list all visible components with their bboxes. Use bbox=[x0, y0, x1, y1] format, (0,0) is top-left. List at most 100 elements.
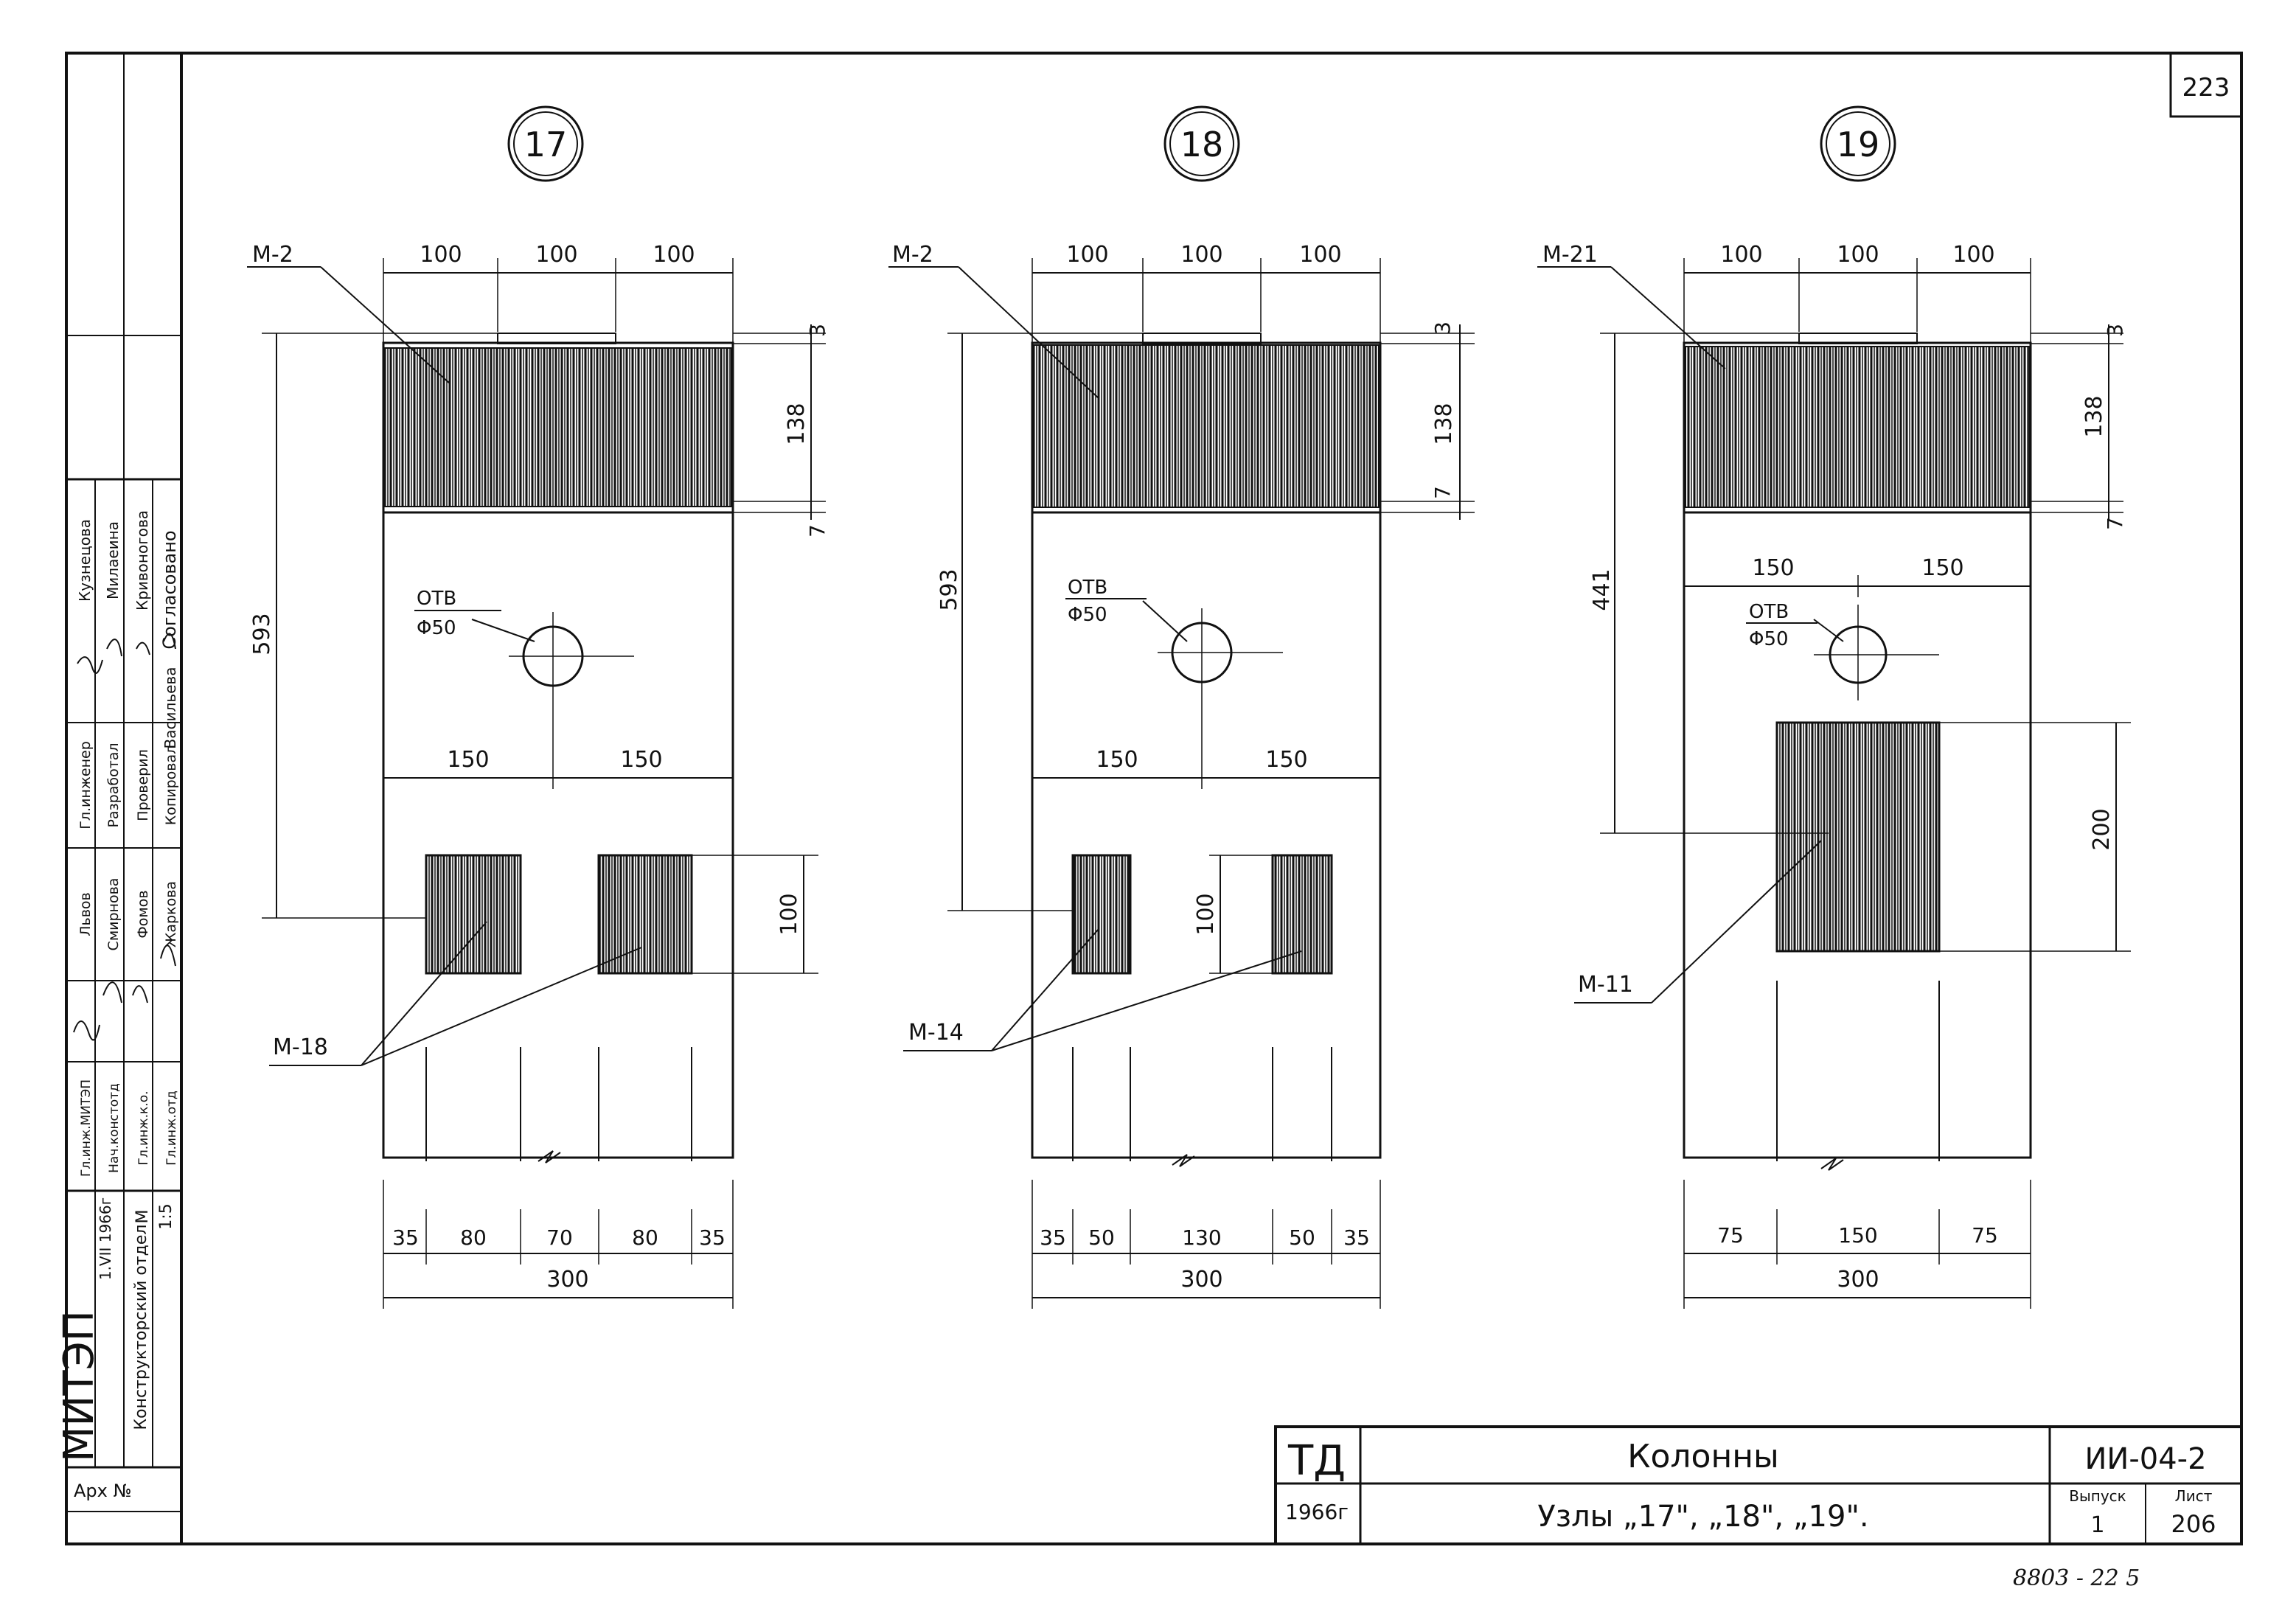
scale-label: М bbox=[133, 1210, 152, 1224]
role-3: Проверил bbox=[135, 749, 151, 821]
node-18-mid-dim-2: 150 bbox=[1265, 747, 1307, 773]
node-18-right-dim-2: 138 bbox=[1431, 403, 1457, 445]
stamp-date: 1.VII 1966г bbox=[97, 1197, 114, 1280]
node-17-hole-dia: Φ50 bbox=[417, 617, 456, 639]
issue-label: Выпуск bbox=[2069, 1487, 2126, 1505]
node-19-hole-dia: Φ50 bbox=[1749, 628, 1789, 650]
node-18-bottom-dim-4: 50 bbox=[1289, 1225, 1315, 1250]
role-1: Гл.инженер bbox=[77, 741, 94, 829]
node-19-bottom-dim-2: 150 bbox=[1838, 1223, 1877, 1248]
page-number: 223 bbox=[2182, 73, 2230, 102]
role2-2: Нач.констотд bbox=[107, 1083, 122, 1173]
node-17-left-dim: 593 bbox=[249, 613, 275, 655]
node-18-left-dim: 593 bbox=[936, 568, 962, 611]
node-17: 17 ОТВ Φ50 100 100 100 bbox=[247, 105, 829, 1309]
role2-3: Гл.инж.к.о. bbox=[136, 1091, 151, 1166]
node-19-right-dim-3: 7 bbox=[2103, 517, 2127, 530]
node-18-bottom-dim-1: 35 bbox=[1040, 1225, 1066, 1250]
node-18-bottom-dim-3: 130 bbox=[1182, 1225, 1221, 1250]
node-18-top-dim-1: 100 bbox=[1066, 242, 1108, 268]
node-17-bottom-dim-5: 35 bbox=[699, 1225, 726, 1250]
node-19-top-tag: М-21 bbox=[1542, 242, 1598, 268]
node-17-top-dim-3: 100 bbox=[653, 242, 695, 268]
node-18-bottom-tag: М-14 bbox=[908, 1020, 964, 1046]
role2-1: Гл.инж.МИТЭП bbox=[79, 1079, 94, 1177]
node-19-marker bbox=[1820, 105, 1896, 182]
node-17-top-plate bbox=[384, 347, 732, 507]
approver-3: Кривоногова bbox=[133, 510, 151, 611]
person-3: Фомов bbox=[135, 890, 151, 938]
node-18-bottom-dim-2: 50 bbox=[1088, 1225, 1115, 1250]
page-number-box bbox=[2169, 52, 2243, 118]
node-17-top-tag: М-2 bbox=[252, 242, 293, 268]
role2-4: Гл.инж.отд bbox=[164, 1091, 179, 1166]
node-17-total: 300 bbox=[546, 1267, 588, 1293]
node-19-number: 19 bbox=[1837, 125, 1880, 164]
node-17-bottom-dim-1: 35 bbox=[392, 1225, 419, 1250]
node-19-mid-dim-2: 150 bbox=[1921, 555, 1963, 581]
node-19-mid-dim-1: 150 bbox=[1752, 555, 1794, 581]
node-17-bottom-dim-3: 70 bbox=[546, 1225, 573, 1250]
node-19-bottom-tag: М-11 bbox=[1578, 972, 1633, 998]
node-19-top-dim-1: 100 bbox=[1720, 242, 1762, 268]
node-19-top-plate bbox=[1685, 346, 2030, 508]
role-2: Разработал bbox=[105, 742, 122, 827]
node-17-bottom-tag: М-18 bbox=[273, 1034, 328, 1060]
node-18-top-tag: М-2 bbox=[892, 242, 933, 268]
node-19-bottom-dim-1: 75 bbox=[1717, 1223, 1744, 1248]
node-18-top-dim-2: 100 bbox=[1180, 242, 1222, 268]
approver-4: Васильева bbox=[161, 667, 179, 749]
node-17-bottom-dim-2: 80 bbox=[460, 1225, 487, 1250]
archive-label: Арх № bbox=[74, 1481, 131, 1501]
node-19-plate-dim: 200 bbox=[2089, 808, 2115, 850]
node-19-top-dim-2: 100 bbox=[1837, 242, 1879, 268]
scale-value: 1:5 bbox=[157, 1203, 175, 1229]
td-year: 1966г bbox=[1285, 1500, 1349, 1524]
node-17-mid-dim-2: 150 bbox=[620, 747, 662, 773]
node-17-plate-dim: 100 bbox=[776, 893, 802, 935]
node-17-right-dim-3: 7 bbox=[805, 524, 829, 538]
bottom-scribble: 8803 - 22 5 bbox=[2013, 1565, 2140, 1591]
node-17-marker bbox=[507, 105, 584, 182]
node-18-hole-label: ОТВ bbox=[1068, 577, 1107, 599]
approver-2: Милаеина bbox=[104, 521, 122, 599]
person-1: Львов bbox=[77, 892, 94, 936]
sheet-title: Колонны bbox=[1627, 1438, 1778, 1475]
node-18: 18 ОТВ Φ50 100 100 100 3 138 7 bbox=[888, 105, 1475, 1309]
node-18-plate-dim: 100 bbox=[1193, 893, 1219, 935]
node-19-left-dim: 441 bbox=[1589, 568, 1615, 611]
node-19-right-dim-2: 138 bbox=[2081, 395, 2107, 437]
node-19-top-dim-3: 100 bbox=[1952, 242, 1994, 268]
node-18-hole-dia: Φ50 bbox=[1068, 604, 1107, 626]
node-18-bottom-dim-5: 35 bbox=[1343, 1225, 1370, 1250]
td-label: ТД bbox=[1287, 1437, 1346, 1485]
node-19-plate bbox=[1775, 721, 1941, 953]
side-stamp: Согласовано Кузнецова Милаеина Кривоного… bbox=[55, 53, 181, 1512]
series-code: ИИ-04-2 bbox=[2084, 1442, 2206, 1476]
node-17-right-dim-2: 138 bbox=[784, 403, 810, 445]
person-2: Смирнова bbox=[105, 878, 122, 951]
node-17-mid-dim-1: 150 bbox=[447, 747, 489, 773]
node-18-right-dim-1: 3 bbox=[1430, 321, 1455, 335]
signature-marks bbox=[73, 633, 176, 1041]
sheet-label: Лист bbox=[2175, 1487, 2213, 1505]
node-19-right-dim-1: 3 bbox=[2103, 324, 2127, 337]
issue-value: 1 bbox=[2090, 1512, 2104, 1538]
node-18-plate-right bbox=[1271, 854, 1333, 975]
node-18-number: 18 bbox=[1180, 125, 1224, 164]
node-18-right-dim-3: 7 bbox=[1430, 486, 1455, 499]
node-17-plate-right bbox=[597, 854, 693, 975]
node-18-top-dim-3: 100 bbox=[1299, 242, 1341, 268]
node-19: 19 ОТВ Φ50 150 150 100 100 100 bbox=[1537, 105, 2131, 1309]
node-17-hole-label: ОТВ bbox=[417, 588, 456, 610]
approver-1: Кузнецова bbox=[76, 519, 94, 602]
node-18-marker bbox=[1163, 105, 1240, 182]
node-17-number: 17 bbox=[524, 125, 568, 164]
node-18-total: 300 bbox=[1180, 1267, 1222, 1293]
node-18-top-plate bbox=[1033, 344, 1380, 508]
sheet-value: 206 bbox=[2171, 1510, 2216, 1538]
org-name: МИТЭП bbox=[55, 1310, 103, 1462]
dept-name: Конструкторский отдел bbox=[132, 1225, 150, 1430]
node-17-right-dim-1: 3 bbox=[805, 324, 829, 337]
